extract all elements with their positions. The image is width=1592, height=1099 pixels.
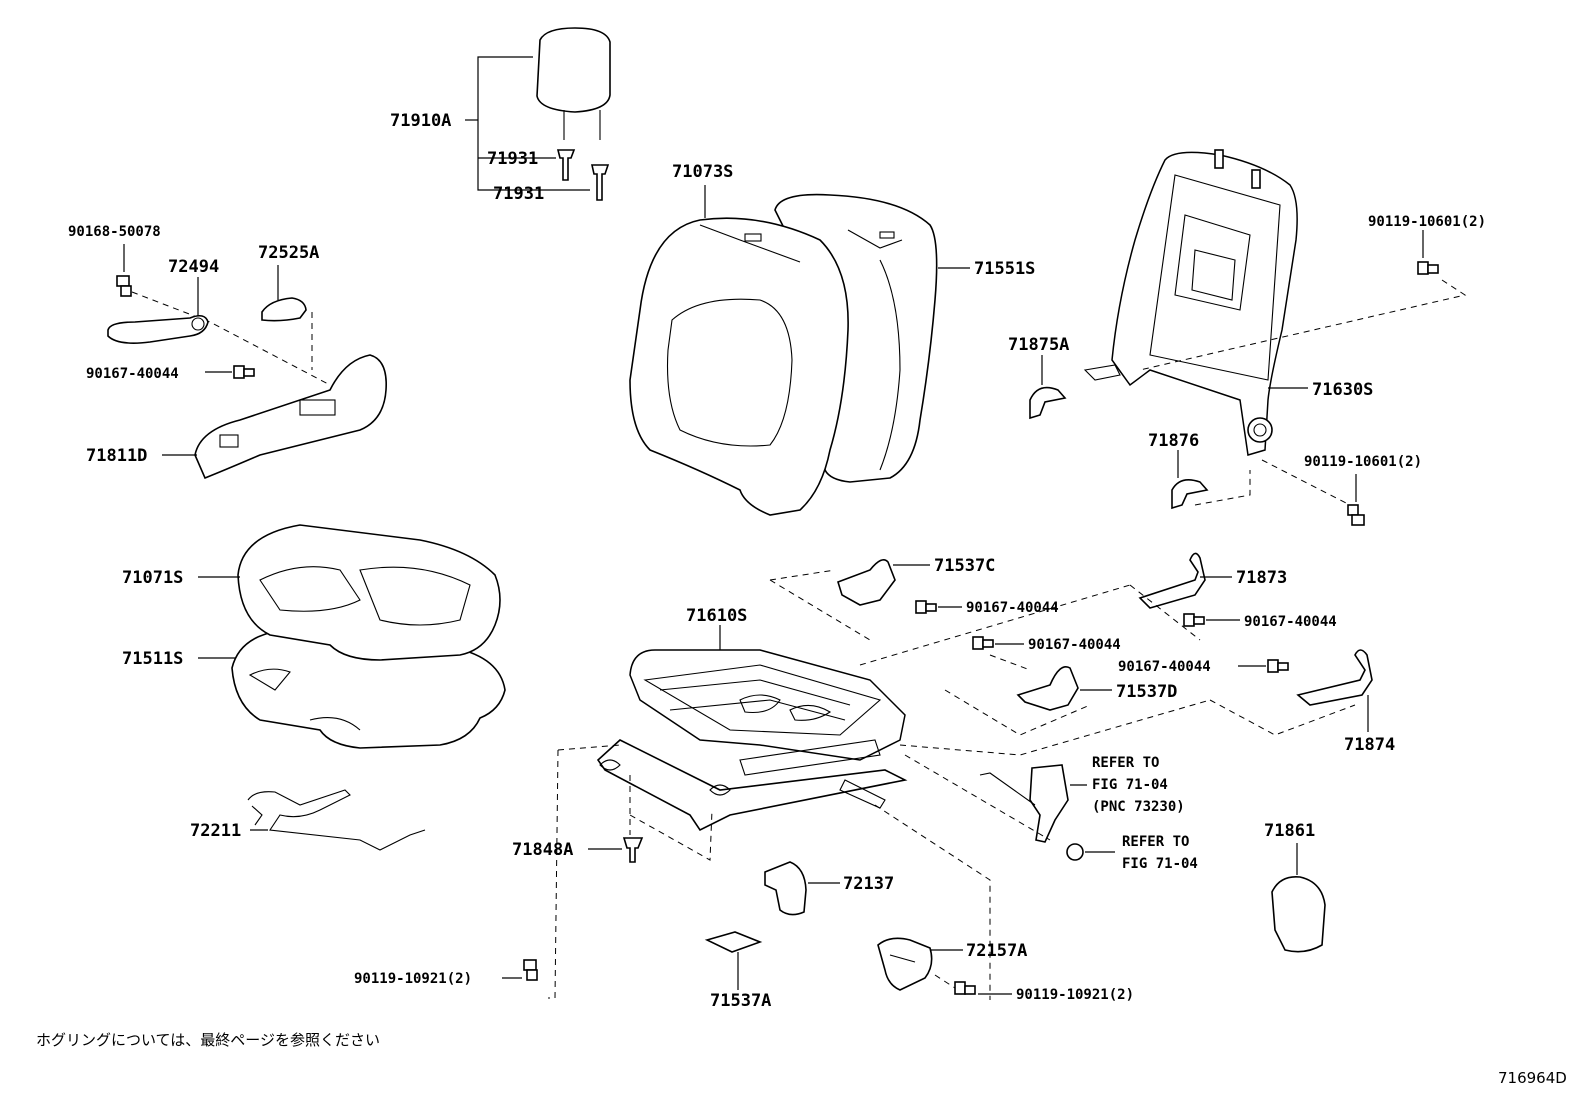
seatback-frame-71630S[interactable] [1111, 151, 1298, 456]
side-brackets-group [769, 552, 1373, 756]
note-refer2-line1: REFER TO [1122, 834, 1189, 850]
seat-cushion-group [198, 524, 506, 749]
label-71071S: 71071S [122, 568, 183, 588]
bolt-90119-10601-a[interactable] [1417, 261, 1439, 275]
screw-90168-50078[interactable] [116, 275, 132, 297]
label-90167-40044-b: 90167-40044 [966, 600, 1059, 616]
screw-90167-40044-e[interactable] [1267, 659, 1289, 673]
bracket-71537D[interactable] [1016, 666, 1079, 711]
fastener-71848A[interactable] [622, 837, 644, 863]
bolt-90119-10601-b[interactable] [1347, 504, 1365, 526]
guide-71931-a[interactable] [556, 149, 576, 181]
note-refer1-line3: (PNC 73230) [1092, 799, 1185, 815]
seatback-cover-71073S[interactable] [629, 217, 849, 516]
guide-71931-b[interactable] [591, 164, 610, 201]
label-71861: 71861 [1264, 821, 1315, 841]
cover-72137[interactable] [764, 861, 807, 916]
note-refer2-line2: FIG 71-04 [1122, 856, 1198, 872]
label-71910A: 71910A [390, 111, 451, 131]
wire-72211[interactable] [247, 789, 426, 851]
bracket-71875A[interactable] [1029, 386, 1067, 420]
cushion-frame-group [596, 625, 908, 832]
label-71931-a: 71931 [487, 149, 538, 169]
label-90167-40044-e: 90167-40044 [1118, 659, 1211, 675]
lever-72494[interactable] [107, 314, 209, 344]
seatback-cover-group [629, 185, 970, 516]
screw-90167-40044-c[interactable] [1183, 613, 1205, 627]
cover-71861[interactable] [1271, 875, 1326, 953]
label-90119-10601-b: 90119-10601(2) [1304, 454, 1422, 470]
seatback-frame-group [1029, 149, 1467, 526]
note-refer1-line2: FIG 71-04 [1092, 777, 1168, 793]
cover-72157A[interactable] [877, 937, 933, 991]
label-72137: 72137 [843, 874, 894, 894]
screw-90167-40044-a[interactable] [233, 365, 255, 379]
bolt-90119-10921-a[interactable] [523, 959, 538, 981]
label-71630S: 71630S [1312, 380, 1373, 400]
wire-group [247, 789, 426, 851]
label-90119-10921-b: 90119-10921(2) [1016, 987, 1134, 1003]
label-71811D: 71811D [86, 446, 147, 466]
label-71875A: 71875A [1008, 335, 1069, 355]
recliner-cover-group [107, 244, 387, 480]
label-71073S: 71073S [672, 162, 733, 182]
label-90119-10921-a: 90119-10921(2) [354, 971, 472, 987]
cushion-frame-71610S[interactable] [629, 649, 906, 761]
seatbelt-buckle[interactable] [1029, 764, 1069, 843]
label-72494: 72494 [168, 257, 219, 277]
bracket-71876[interactable] [1171, 479, 1209, 510]
screw-90167-40044-d[interactable] [972, 636, 994, 650]
figure-id: 716964D [1498, 1069, 1567, 1087]
label-71537A: 71537A [710, 991, 771, 1011]
label-71551S: 71551S [974, 259, 1035, 279]
label-71931-b: 71931 [493, 184, 544, 204]
label-72525A: 72525A [258, 243, 319, 263]
label-72157A: 72157A [966, 941, 1027, 961]
japanese-note: ホグリングについては、最終ページを参照ください [36, 1031, 380, 1049]
label-71537C: 71537C [934, 556, 995, 576]
label-72211: 72211 [190, 821, 241, 841]
bolt-90119-10921-b[interactable] [954, 981, 976, 995]
label-71537D: 71537D [1116, 682, 1177, 702]
label-71876: 71876 [1148, 431, 1199, 451]
bracket-71873[interactable] [1138, 552, 1206, 609]
label-90119-10601-a: 90119-10601(2) [1368, 214, 1486, 230]
label-90168-50078: 90168-50078 [68, 224, 161, 240]
label-90167-40044-d: 90167-40044 [1028, 637, 1121, 653]
screw-90167-40044-b[interactable] [915, 600, 937, 614]
label-90167-40044-c: 90167-40044 [1244, 614, 1337, 630]
pad-71537A[interactable] [704, 931, 763, 953]
headrest-71910A[interactable] [536, 27, 611, 113]
bracket-71874[interactable] [1296, 649, 1373, 706]
headrest-group [465, 27, 611, 201]
label-71873: 71873 [1236, 568, 1287, 588]
label-90167-40044-a: 90167-40044 [86, 366, 179, 382]
buckle-group [904, 754, 1115, 861]
label-71610S: 71610S [686, 606, 747, 626]
lower-parts-group [502, 744, 1326, 1000]
bracket-71537C[interactable] [837, 559, 896, 606]
cover-72525A[interactable] [261, 297, 307, 322]
recliner-cover-71811D[interactable] [194, 354, 387, 480]
label-71511S: 71511S [122, 649, 183, 669]
label-71848A: 71848A [512, 840, 573, 860]
note-refer1-line1: REFER TO [1092, 755, 1159, 771]
label-71874: 71874 [1344, 735, 1395, 755]
